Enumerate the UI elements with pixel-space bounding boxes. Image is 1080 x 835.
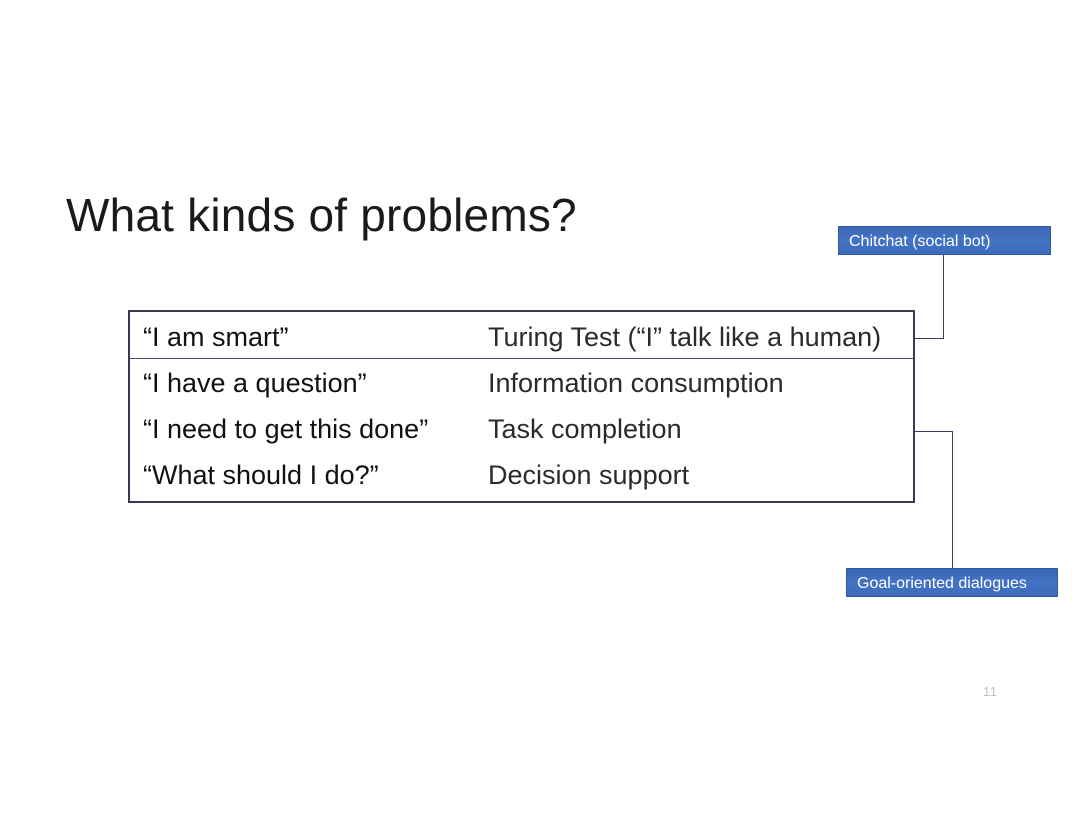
table-row: “I am smart” Turing Test (“I” talk like … bbox=[130, 312, 913, 359]
page-title: What kinds of problems? bbox=[66, 189, 577, 241]
connector-line-goal-vertical bbox=[952, 431, 953, 569]
category-cell: Turing Test (“I” talk like a human) bbox=[488, 322, 882, 352]
table-row: “What should I do?” Decision support bbox=[130, 452, 913, 498]
callout-goal-oriented: Goal-oriented dialogues bbox=[846, 568, 1058, 597]
category-cell: Decision support bbox=[488, 460, 690, 490]
utterance-cell: “I need to get this done” bbox=[143, 414, 429, 444]
table-row: “I need to get this done” Task completio… bbox=[130, 406, 913, 452]
callout-chitchat: Chitchat (social bot) bbox=[838, 226, 1051, 255]
slide-page-number: 11 bbox=[983, 684, 998, 699]
connector-line-goal-horizontal bbox=[915, 431, 953, 432]
problem-category-table: “I am smart” Turing Test (“I” talk like … bbox=[128, 310, 915, 503]
utterance-cell: “I am smart” bbox=[143, 322, 289, 352]
utterance-cell: “I have a question” bbox=[143, 368, 367, 398]
utterance-cell: “What should I do?” bbox=[143, 460, 379, 490]
connector-line-chitchat-vertical bbox=[943, 255, 944, 339]
table-row: “I have a question” Information consumpt… bbox=[130, 360, 913, 406]
category-cell: Information consumption bbox=[488, 368, 784, 398]
connector-line-chitchat-horizontal bbox=[915, 338, 944, 339]
category-cell: Task completion bbox=[488, 414, 682, 444]
